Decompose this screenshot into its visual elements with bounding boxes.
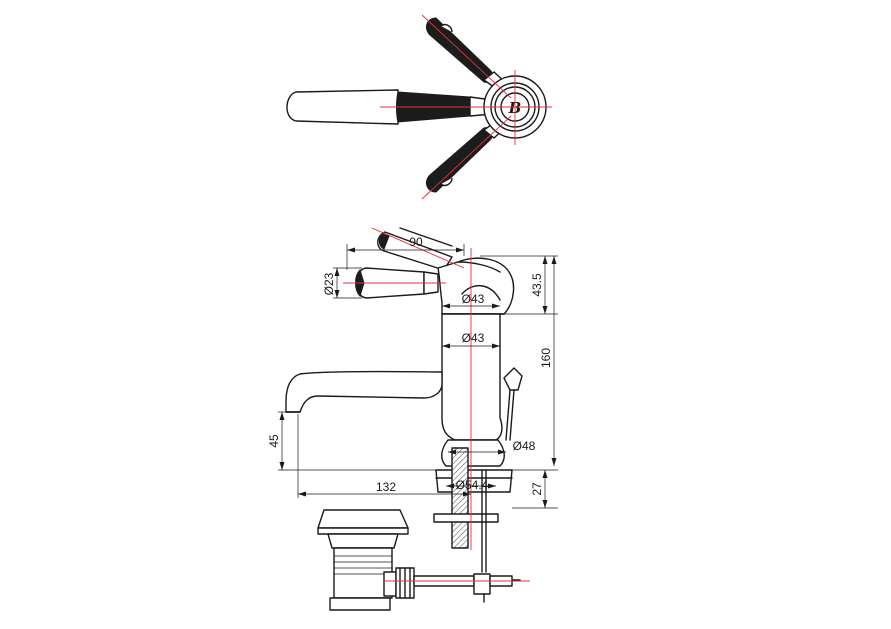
- dimension-total-height: 160: [539, 256, 557, 466]
- side-view-spout: [285, 370, 443, 413]
- brand-monogram: B: [508, 99, 522, 117]
- side-view-upper-lever: [377, 227, 453, 271]
- dim-label-tail-diameter: Ø54.4: [456, 478, 489, 492]
- dimension-base-thickness: 27: [512, 469, 558, 509]
- dim-label-base-thickness: 27: [530, 482, 544, 496]
- dimension-base-diameter: Ø48: [448, 439, 536, 455]
- dimension-handle-diameter: Ø23: [322, 267, 362, 299]
- centerline-lower: [421, 115, 512, 200]
- dim-label-body-diameter: Ø43: [462, 331, 485, 345]
- side-view-tail: [433, 447, 499, 573]
- side-view-popup-rod: [503, 367, 523, 441]
- waste-thread: [334, 555, 392, 575]
- dimension-head-diameter: Ø43: [442, 292, 500, 309]
- dim-label-top-height: 43.5: [530, 273, 544, 297]
- side-centerline-upper-lever: [371, 227, 465, 269]
- side-view-head: [437, 257, 515, 315]
- side-view: [285, 227, 523, 573]
- dimension-spout-height: 45: [267, 411, 440, 471]
- top-view-upper-lever: [425, 17, 507, 91]
- dim-label-handle-diameter: Ø23: [322, 272, 336, 295]
- dim-label-head-diameter: Ø43: [462, 292, 485, 306]
- dim-label-spout-reach: 132: [376, 480, 396, 494]
- dim-label-spout-height: 45: [267, 434, 281, 448]
- dimension-handle-spread: 90: [346, 235, 465, 270]
- dimension-tail-diameter: Ø54.4: [446, 478, 496, 492]
- popup-waste: [317, 509, 530, 611]
- dimension-top-height: 43.5: [480, 255, 558, 315]
- dim-label-base-diameter: Ø48: [513, 439, 536, 453]
- dim-label-handle-spread: 90: [409, 235, 423, 249]
- dim-label-total-height: 160: [539, 348, 553, 368]
- dimension-body-diameter: Ø43: [442, 331, 500, 349]
- dimension-spout-reach: 132: [297, 414, 471, 498]
- top-view: B: [286, 14, 552, 200]
- centerline-upper: [421, 14, 512, 99]
